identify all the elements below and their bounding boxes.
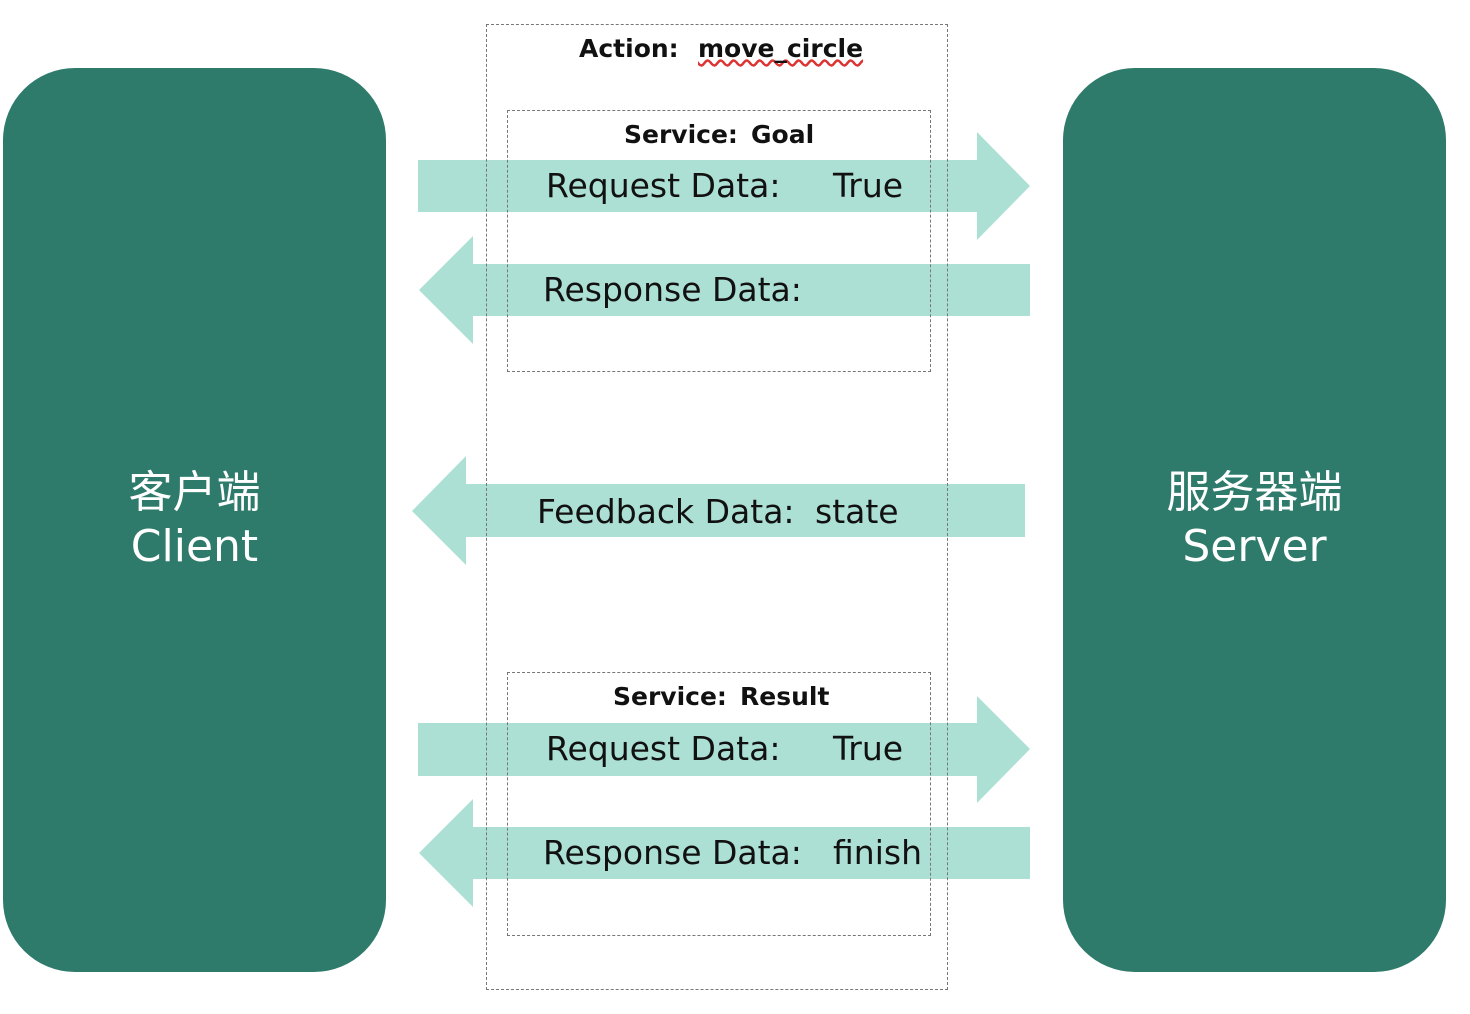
feedback-label: Feedback Data:	[537, 492, 795, 531]
action-label: Action:	[579, 34, 679, 63]
client-title-cn: 客户端	[128, 467, 261, 518]
result-service-box	[507, 672, 931, 936]
result-service-value: Result	[740, 682, 830, 711]
goal-service-value: Goal	[751, 120, 815, 149]
server-title-en: Server	[1182, 521, 1327, 572]
result-request-label: Request Data:	[546, 729, 781, 768]
goal-response-label: Response Data:	[543, 270, 802, 309]
result-response-arrow	[419, 799, 1030, 907]
action-box	[486, 24, 948, 990]
feedback-arrow	[412, 456, 1025, 565]
result-request-value: True	[833, 729, 904, 768]
goal-request-value: True	[833, 166, 904, 205]
server-node: 服务器端 Server	[1063, 68, 1446, 972]
goal-service-box	[507, 110, 931, 372]
feedback-value: state	[815, 492, 899, 531]
client-node: 客户端 Client	[3, 68, 386, 972]
goal-response-arrow	[419, 236, 1030, 344]
goal-service-label: Service:	[624, 120, 738, 149]
result-response-value: finish	[833, 833, 922, 872]
client-title-en: Client	[130, 521, 259, 572]
goal-request-label: Request Data:	[546, 166, 781, 205]
result-response-label: Response Data:	[543, 833, 802, 872]
result-request-arrow	[418, 696, 1030, 803]
server-title-cn: 服务器端	[1166, 467, 1343, 518]
goal-request-arrow	[418, 132, 1030, 240]
action-value: move_circle	[698, 34, 864, 63]
result-service-label: Service:	[613, 682, 727, 711]
